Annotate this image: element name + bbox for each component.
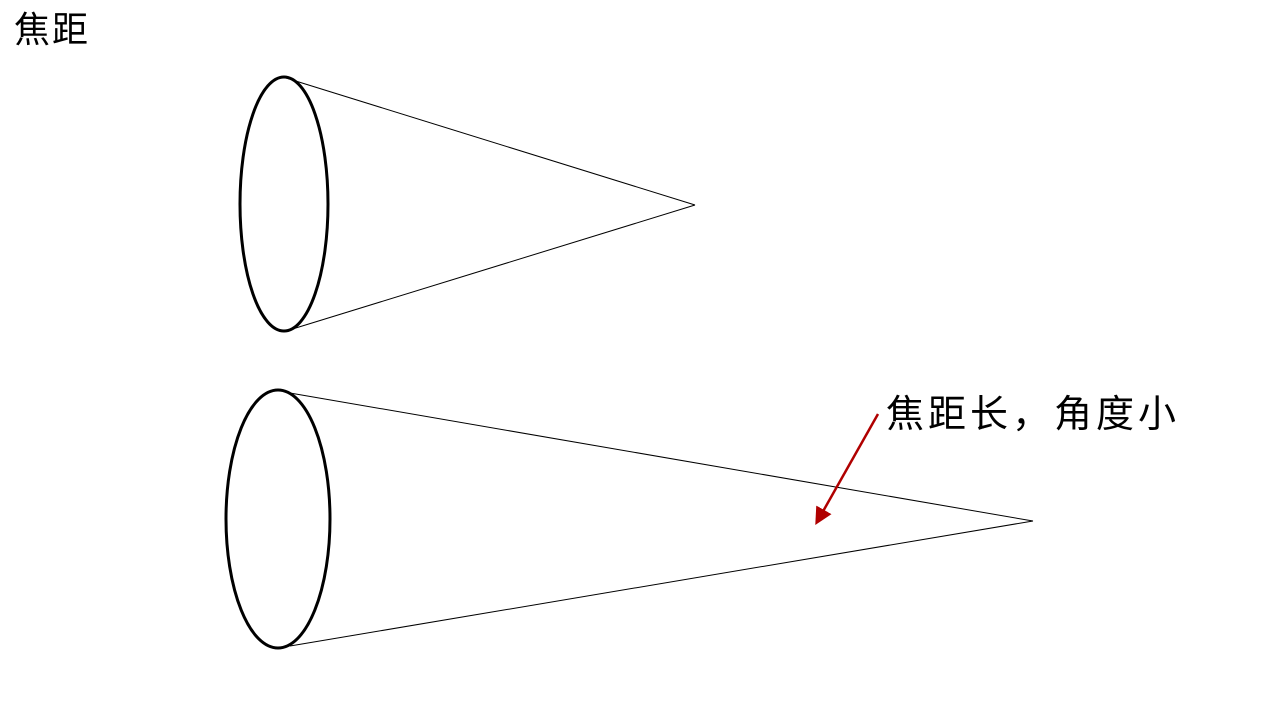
short-cone-lens-ellipse [238, 75, 330, 333]
short-focal-cone [238, 75, 696, 333]
long-focal-cone [224, 388, 1034, 650]
annotation-label: 焦距长，角度小 [886, 392, 1181, 436]
short-cone-upper-edge [285, 77, 696, 206]
slide-title: 焦距 [14, 10, 91, 51]
long-cone-lower-edge [289, 520, 1034, 647]
long-cone-lens-ellipse [224, 388, 332, 650]
annotation-arrow [815, 413, 880, 526]
short-cone-lower-edge [285, 204, 696, 332]
long-cone-upper-edge [289, 392, 1034, 522]
